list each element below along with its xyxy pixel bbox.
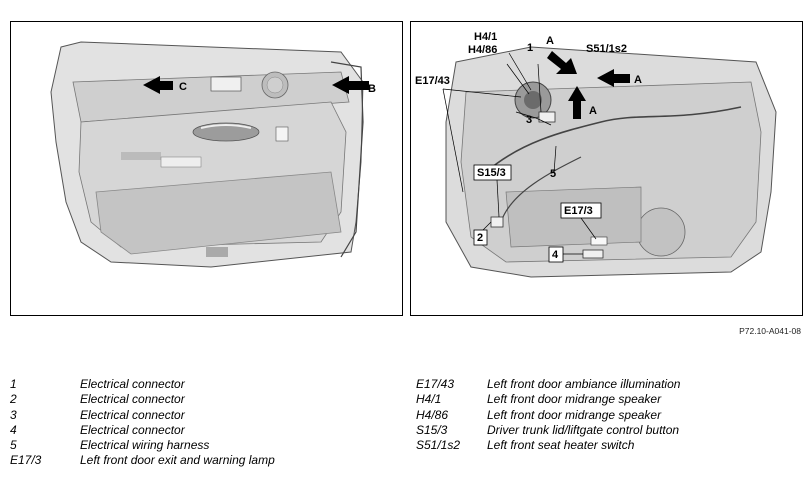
- callout-3: 3: [526, 114, 532, 126]
- speaker-lower: [636, 207, 686, 257]
- callout-b: B: [368, 83, 376, 95]
- legend-row: H4/1 Left front door midrange speaker: [416, 392, 806, 407]
- callout-h4-1: H4/1: [474, 31, 497, 43]
- legend-row: S15/3 Driver trunk lid/liftgate control b…: [416, 423, 806, 438]
- legend-key: 4: [10, 422, 17, 437]
- legend-key: E17/43: [416, 377, 455, 391]
- callout-2: 2: [477, 232, 483, 244]
- connector-4: [582, 249, 604, 259]
- legend-row: E17/3 Left front door exit and warning la…: [10, 453, 390, 468]
- legend-key: 3: [10, 407, 17, 422]
- connector-3: [538, 111, 556, 123]
- legend-row: 5 Electrical wiring harness: [10, 438, 390, 453]
- door-inner-illustration: H4/1 H4/86 1 A S51/1s2 E17/43 A 3 A 5 S1…: [410, 21, 803, 316]
- legend-description: Left front door exit and warning lamp: [80, 453, 275, 468]
- legend-key: 2: [10, 392, 17, 407]
- arrow-a-middle: [568, 86, 586, 119]
- callout-h4-86: H4/86: [468, 44, 497, 56]
- legend-description: Left front door midrange speaker: [487, 407, 662, 422]
- callout-c: C: [179, 81, 187, 93]
- callout-a-right: A: [634, 74, 642, 86]
- legend-row: S51/1s2 Left front seat heater switch: [416, 438, 806, 453]
- legend-description: Left front seat heater switch: [487, 438, 635, 453]
- connector-2: [490, 216, 504, 228]
- callout-4: 4: [552, 249, 559, 261]
- door-trim-drawing: B C: [50, 41, 376, 268]
- legend-description: Electrical connector: [80, 392, 185, 407]
- door-pocket: [95, 171, 342, 255]
- wiring-harness: [485, 106, 742, 173]
- callout-e17-43: E17/43: [415, 75, 450, 87]
- legend-description: Driver trunk lid/liftgate control button: [487, 422, 680, 437]
- arrow-a-right: [597, 69, 630, 87]
- legend-key: E17/3: [10, 453, 42, 468]
- callout-1: 1: [527, 42, 533, 54]
- legend-key: H4/1: [416, 392, 442, 407]
- legend-right-column: E17/43 Left front door ambiance illuminat…: [416, 377, 806, 453]
- legend-description: Electrical connector: [80, 377, 185, 391]
- legend-key: H4/86: [416, 407, 449, 422]
- legend-row: E17/43 Left front door ambiance illuminat…: [416, 377, 806, 392]
- callout-5: 5: [550, 168, 556, 180]
- legend-key: 5: [10, 438, 17, 453]
- legend-row: 2 Electrical connector: [10, 392, 390, 407]
- legend-key: 1: [10, 377, 17, 391]
- door-inner-drawing: H4/1 H4/86 1 A S51/1s2 E17/43 A 3 A 5 S1…: [415, 31, 777, 278]
- callout-s51-1s2: S51/1s2: [586, 43, 627, 55]
- figure-reference-code: P72.10-A041-08: [739, 326, 801, 336]
- legend-description: Left front door ambiance illumination: [487, 377, 681, 391]
- callout-s15-3: S15/3: [477, 167, 506, 179]
- door-trim-illustration: B C: [10, 21, 403, 316]
- callout-a-middle: A: [589, 105, 597, 117]
- door-handle-recess: [192, 122, 260, 142]
- arrow-b: [332, 76, 369, 94]
- callout-e17-3: E17/3: [564, 205, 593, 217]
- arrow-a-top: [547, 51, 577, 74]
- switch-cluster: [210, 76, 242, 92]
- legend-key: S51/1s2: [416, 438, 461, 453]
- legend-row: 4 Electrical connector: [10, 423, 390, 438]
- legend-row: H4/86 Left front door midrange speaker: [416, 408, 806, 423]
- legend-description: Electrical connector: [80, 422, 185, 437]
- callout-a-top: A: [546, 35, 554, 47]
- legend-row: 3 Electrical connector: [10, 408, 390, 423]
- legend-description: Left front door midrange speaker: [487, 392, 662, 407]
- legend-description: Electrical connector: [80, 407, 185, 422]
- legend-row: 1 Electrical connector: [10, 377, 390, 392]
- legend-description: Electrical wiring harness: [80, 438, 210, 453]
- legend-key: S15/3: [416, 422, 448, 437]
- lamp-e17-3: [590, 236, 608, 246]
- arrow-c: [143, 76, 173, 94]
